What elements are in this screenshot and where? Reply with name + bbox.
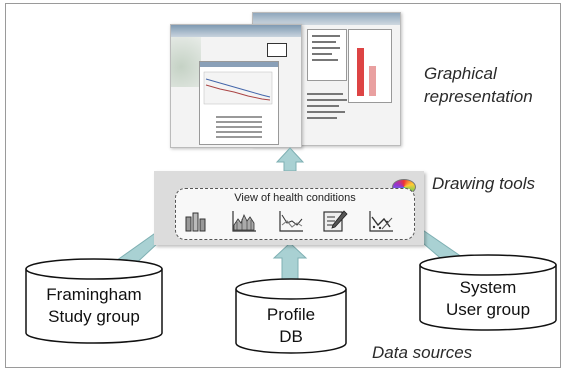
drawing-tools-label: Drawing tools xyxy=(432,174,535,193)
area-chart-icon[interactable] xyxy=(231,209,257,233)
scatter-chart-icon[interactable] xyxy=(368,209,394,233)
data-sources-label: Data sources xyxy=(372,343,473,362)
line-chart-icon[interactable] xyxy=(278,209,304,233)
edit-icon[interactable] xyxy=(322,209,348,233)
system-user-label: System User group xyxy=(445,278,531,319)
profile-db-label: Profile DB xyxy=(266,305,316,346)
toolbar-panel: View of health conditions xyxy=(175,188,415,240)
arrow-profile xyxy=(272,242,308,291)
toolbar-title: View of health conditions xyxy=(234,192,356,204)
arrow-up-to-graphics xyxy=(275,147,305,172)
drawing-toolbar: View of health conditions xyxy=(154,171,424,245)
screenshot-front xyxy=(170,24,302,148)
graphical-representation-label: Graphical representation xyxy=(424,64,533,106)
framingham-label: Framingham Study group xyxy=(46,285,142,326)
bar-chart-icon[interactable] xyxy=(184,209,210,233)
